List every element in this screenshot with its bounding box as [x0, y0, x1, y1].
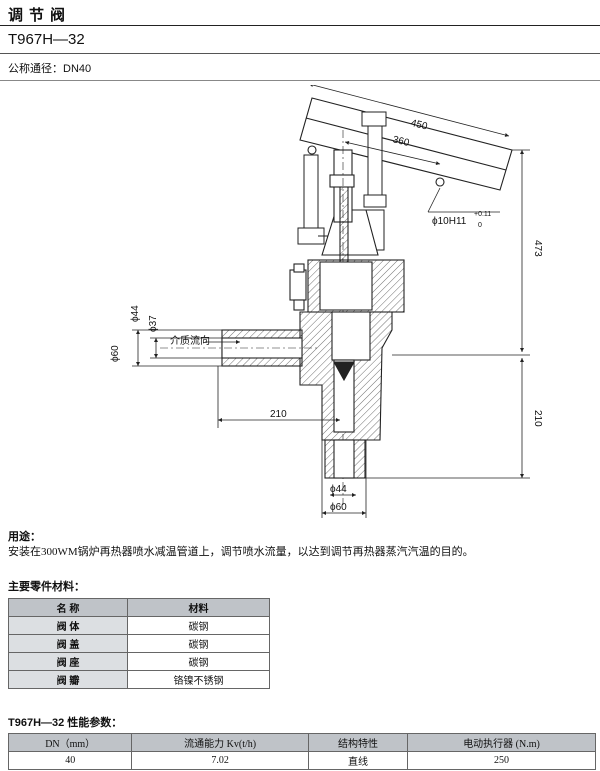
- column-header-kv: 流通能力 Kv(t/h): [131, 733, 309, 752]
- dia-60-bottom: ϕ60: [330, 502, 347, 513]
- part-name: 阀 瓣: [8, 670, 128, 689]
- table-header-row: 名 称 材料: [8, 598, 270, 617]
- usage-text: 安装在300WM锅炉再热器喷水减温管道上，调节喷水流量，以达到调节再热器蒸汽汽温…: [8, 546, 474, 558]
- materials-table: 名 称 材料 阀 体 碳钢 阀 盖 碳钢 阀 座 碳钢 阀 瓣 铬镍不锈钢: [8, 598, 270, 689]
- inlet-pipe: [160, 329, 320, 367]
- dim-450: 450: [410, 118, 429, 133]
- header-divider: [0, 80, 600, 81]
- hole-tol-lower: 0: [478, 222, 482, 229]
- valve-drawing: 450 360 473 210 210 ϕ10H11 +0.11 0 ϕ44 ϕ…: [110, 85, 543, 518]
- hole-fit-label: ϕ10H11: [432, 216, 467, 227]
- table-row: 阀 体 碳钢: [8, 616, 270, 635]
- performance-table: DN（mm） 流通能力 Kv(t/h) 结构特性 电动执行器 (N.m) 40 …: [7, 733, 596, 770]
- part-material: 铬镍不锈钢: [127, 670, 270, 689]
- bonnet: [289, 259, 405, 313]
- performance-heading: T967H—32 性能参数：: [8, 717, 123, 729]
- materials-heading: 主要零件材料：: [8, 581, 85, 593]
- table-row: 阀 瓣 铬镍不锈钢: [8, 670, 270, 689]
- column-header-material: 材料: [127, 598, 270, 617]
- nominal-diameter: 公称通径：DN40: [8, 63, 92, 75]
- valve-body: [299, 311, 393, 479]
- dim-210-vertical: 210: [532, 410, 543, 427]
- table-row: 阀 盖 碳钢: [8, 634, 270, 653]
- part-material: 碳钢: [127, 652, 270, 671]
- dia-37: ϕ37: [148, 315, 159, 332]
- value-kv: 7.02: [131, 751, 309, 770]
- value-actuator: 250: [407, 751, 596, 770]
- column-header-structure: 结构特性: [307, 733, 409, 752]
- hole-tol-upper: +0.11: [474, 211, 491, 218]
- column-header-name: 名 称: [8, 598, 128, 617]
- table-row: 40 7.02 直线 250: [7, 751, 596, 770]
- usage-heading: 用途：: [8, 531, 41, 543]
- flow-direction-label: 介质流向: [170, 334, 210, 347]
- dia-44-bottom: ϕ44: [330, 484, 347, 495]
- dim-210-horizontal: 210: [270, 409, 287, 420]
- page-title: 调节阀: [8, 7, 72, 24]
- part-name: 阀 体: [8, 616, 128, 635]
- column-header-dn: DN（mm）: [7, 733, 133, 752]
- value-structure: 直线: [307, 751, 409, 770]
- table-header-row: DN（mm） 流通能力 Kv(t/h) 结构特性 电动执行器 (N.m): [7, 733, 596, 752]
- dim-473: 473: [532, 240, 543, 257]
- dia-44-left: ϕ44: [130, 305, 141, 322]
- part-material: 碳钢: [127, 634, 270, 653]
- model-number: T967H—32: [8, 31, 85, 48]
- column-header-actuator: 电动执行器 (N.m): [407, 733, 596, 752]
- dia-60-left: ϕ60: [110, 345, 121, 362]
- part-material: 碳钢: [127, 616, 270, 635]
- title-divider: [0, 25, 600, 26]
- part-name: 阀 盖: [8, 634, 128, 653]
- part-name: 阀 座: [8, 652, 128, 671]
- value-dn: 40: [7, 751, 133, 770]
- table-row: 阀 座 碳钢: [8, 652, 270, 671]
- model-divider: [0, 53, 600, 54]
- dim-360: 360: [392, 134, 411, 149]
